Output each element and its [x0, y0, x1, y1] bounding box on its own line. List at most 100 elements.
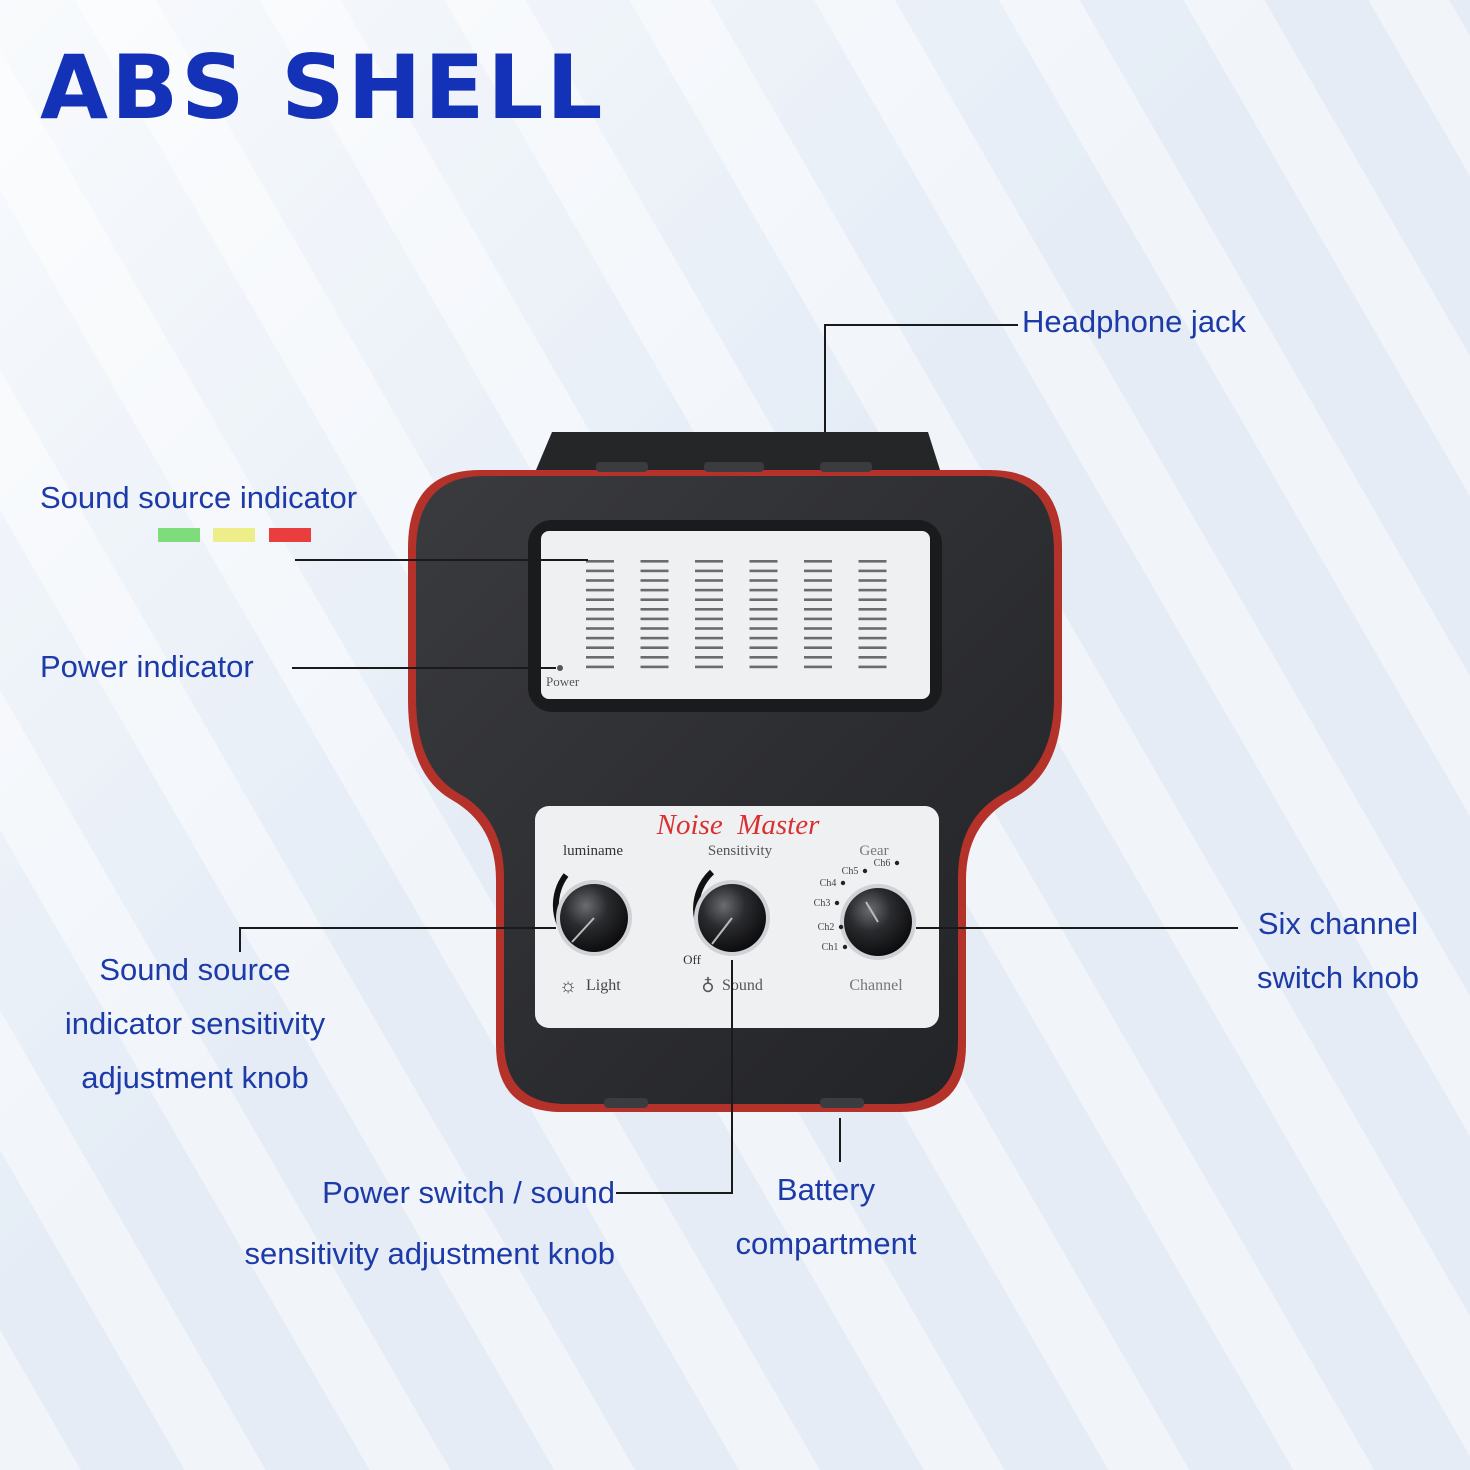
callout-power-switch-line2: sensitivity adjustment knob — [244, 1236, 615, 1271]
channel-label-ch4: Ch4 — [820, 878, 837, 889]
channel-label-ch3: Ch3 — [814, 898, 831, 909]
callout-six-channel-line1: Six channel — [1257, 906, 1419, 941]
luminance-knob[interactable] — [552, 873, 632, 956]
led-segment — [804, 608, 832, 611]
led-segment — [640, 665, 669, 669]
led-segment — [586, 646, 614, 649]
led-segment — [749, 560, 778, 563]
indicator-yellow-swatch — [213, 528, 255, 542]
led-segment — [695, 636, 723, 640]
led-segment — [640, 588, 669, 592]
led-segment — [695, 656, 723, 659]
callout-power-switch-line1: Power switch / sound — [322, 1175, 615, 1210]
led-segment — [749, 569, 778, 573]
led-segment — [749, 617, 778, 621]
led-segment — [695, 598, 723, 601]
page-title: ABS SHELL — [40, 36, 606, 139]
led-bar-columns — [586, 560, 887, 669]
led-segment — [586, 579, 614, 582]
leader-lines — [239, 324, 1238, 1194]
leader-power-switch — [616, 960, 733, 1194]
led-segment — [749, 608, 778, 611]
led-segment — [804, 598, 832, 601]
callout-battery-compartment: Battery compartment — [706, 1163, 946, 1271]
channel-label-ch1: Ch1 — [822, 942, 839, 953]
led-segment — [695, 579, 723, 582]
callout-sensitivity-knob-line2: indicator sensitivity — [64, 1006, 326, 1041]
led-segment — [586, 627, 614, 630]
callout-headphone-jack: Headphone jack — [1022, 304, 1247, 339]
led-segment — [695, 627, 723, 630]
led-segment — [640, 598, 669, 601]
led-segment — [804, 569, 832, 573]
callout-six-channel-line2: switch knob — [1257, 960, 1419, 995]
led-segment — [640, 569, 669, 573]
led-segment — [858, 646, 887, 649]
channel-labels: Ch1 Ch2 Ch3 Ch4 Ch5 Ch6 — [814, 858, 900, 953]
led-segment — [695, 608, 723, 611]
sensitivity-knob[interactable] — [693, 869, 770, 956]
led-segment — [858, 665, 887, 669]
led-segment — [749, 636, 778, 640]
led-segment — [804, 560, 832, 563]
light-label: Light — [586, 977, 621, 994]
channel-dot — [862, 868, 868, 874]
led-segment — [586, 560, 614, 563]
led-segment — [749, 665, 778, 669]
led-segment — [586, 617, 614, 621]
body-ridges — [596, 462, 872, 1108]
led-segment — [858, 627, 887, 630]
led-segment — [858, 579, 887, 582]
luminance-label: luminame — [563, 843, 623, 859]
gear-label: Gear — [859, 843, 888, 859]
led-segment — [586, 656, 614, 659]
led-segment — [695, 560, 723, 563]
led-segment — [586, 608, 614, 611]
channel-dot — [842, 944, 848, 950]
led-segment — [640, 646, 669, 649]
sensitivity-label: Sensitivity — [708, 843, 773, 859]
led-segment — [858, 598, 887, 601]
led-segment — [640, 608, 669, 611]
channel-label: Channel — [849, 977, 903, 994]
channel-label-ch5: Ch5 — [842, 866, 859, 877]
led-segment — [804, 588, 832, 592]
channel-label-ch2: Ch2 — [818, 922, 835, 933]
sound-label: Sound — [722, 977, 763, 994]
led-segment — [695, 665, 723, 669]
led-segment — [749, 646, 778, 649]
led-segment — [586, 588, 614, 592]
led-segment — [695, 646, 723, 649]
channel-knob[interactable] — [840, 884, 916, 960]
led-segment — [804, 665, 832, 669]
led-segment — [804, 646, 832, 649]
led-segment — [749, 598, 778, 601]
led-segment — [695, 617, 723, 621]
callout-power-indicator: Power indicator — [40, 649, 254, 684]
led-segment — [804, 636, 832, 640]
off-label: Off — [683, 952, 701, 967]
led-segment — [586, 598, 614, 601]
channel-dot — [834, 900, 840, 906]
led-segment — [858, 560, 887, 563]
callout-battery-line1: Battery — [776, 1172, 876, 1207]
led-segment — [749, 579, 778, 582]
channel-dot — [894, 860, 900, 866]
callout-sensitivity-knob-line3: adjustment knob — [81, 1060, 309, 1095]
led-segment — [640, 560, 669, 563]
led-segment — [858, 569, 887, 573]
indicator-green-swatch — [158, 528, 200, 542]
microphone-icon: ♁ — [701, 976, 714, 996]
channel-label-ch6: Ch6 — [874, 858, 891, 869]
callout-sensitivity-knob-line1: Sound source — [99, 952, 291, 987]
channel-dot — [838, 924, 844, 930]
callout-sound-source-indicator: Sound source indicator — [40, 480, 358, 515]
led-segment — [640, 656, 669, 659]
callout-battery-line2: compartment — [735, 1226, 917, 1261]
led-segment — [858, 608, 887, 611]
led-segment — [858, 617, 887, 621]
led-segment — [804, 627, 832, 630]
led-segment — [586, 665, 614, 669]
